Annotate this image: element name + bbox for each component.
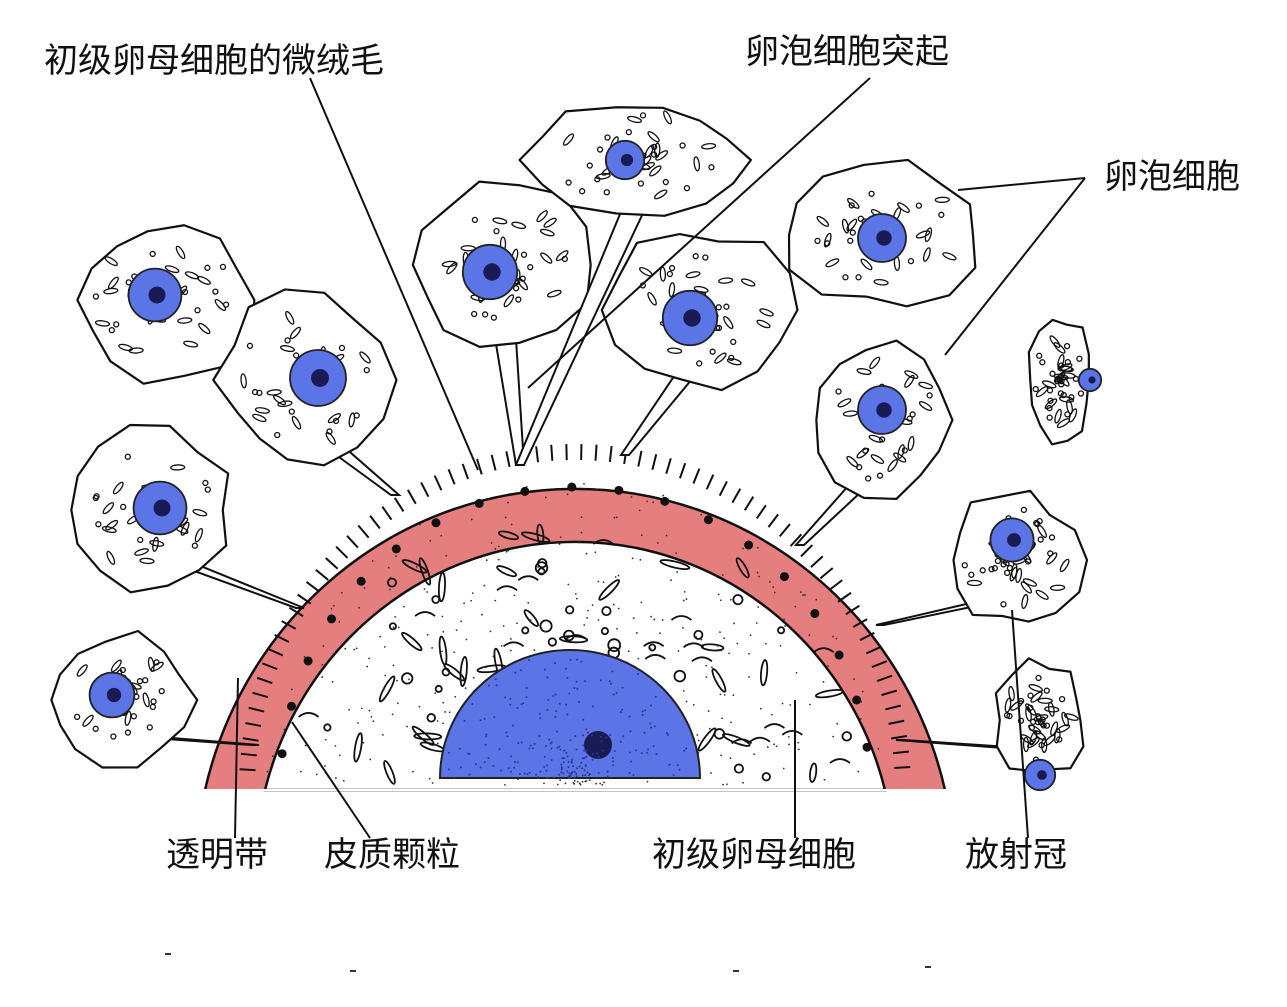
label-primary-oocyte: 初级卵母细胞 bbox=[652, 835, 856, 875]
label-microvilli: 初级卵母细胞的微绒毛 bbox=[44, 41, 384, 81]
label-cortical-granules: 皮质颗粒 bbox=[324, 835, 460, 875]
follicle-cell bbox=[76, 224, 256, 385]
follicle-cell bbox=[875, 489, 1089, 626]
oocyte-nucleus bbox=[438, 649, 702, 779]
scan-specks bbox=[165, 953, 931, 972]
leader-lines bbox=[234, 77, 1086, 839]
follicle-cell bbox=[600, 232, 799, 456]
oocyte-organelles bbox=[298, 523, 853, 785]
oocyte-microvilli bbox=[239, 444, 911, 772]
follicle-cell bbox=[1027, 318, 1103, 446]
label-corona-radiata: 放射冠 bbox=[965, 835, 1067, 875]
follicle-cells bbox=[50, 106, 1103, 792]
follicle-cell bbox=[514, 106, 752, 466]
label-zona-pellucida: 透明带 bbox=[166, 835, 268, 875]
follicle-cell bbox=[787, 158, 977, 308]
follicle-cell bbox=[70, 423, 305, 609]
follicle-cell bbox=[50, 629, 260, 769]
follicle-cell bbox=[411, 180, 592, 466]
follicle-cell bbox=[793, 339, 954, 546]
label-follicle-cell: 卵泡细胞 bbox=[1104, 157, 1240, 197]
cortical-granules bbox=[277, 482, 872, 759]
label-follicle-process: 卵泡细胞突起 bbox=[745, 32, 949, 72]
follicle-cell bbox=[212, 288, 402, 496]
